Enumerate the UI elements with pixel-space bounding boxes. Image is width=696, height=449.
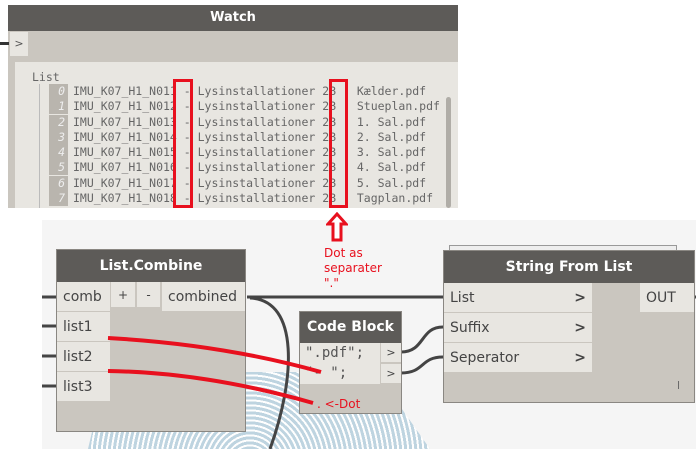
item-value: IMU_K07_H1_N015 - Lysinstallationer 2B -… [73, 145, 427, 160]
output-port-combined[interactable]: combined [162, 282, 245, 312]
input-port-list[interactable]: List > [444, 283, 592, 313]
list-label: List [32, 70, 60, 84]
list-item: 0 IMU_K07_H1_N011 - Lysinstallationer 2B … [49, 84, 440, 99]
chevron-right-icon: > [574, 289, 586, 306]
item-index: 2 [49, 114, 68, 130]
item-index: 4 [49, 145, 68, 161]
port-label: Suffix [450, 319, 490, 336]
item-value: IMU_K07_H1_N011 - Lysinstallationer 2B -… [73, 84, 427, 98]
item-index: 3 [49, 129, 68, 145]
port-label: Seperator [450, 349, 520, 366]
remove-input-button[interactable]: - [137, 282, 160, 308]
item-value: IMU_K07_H1_N014 - Lysinstallationer 2B -… [73, 129, 427, 144]
string-from-list-title: String From List [444, 251, 694, 283]
list-combine-node[interactable]: List.Combine comb list1 list2 list3 + - … [56, 249, 246, 432]
port-label: List [450, 289, 475, 306]
add-input-button[interactable]: + [111, 282, 135, 308]
watch-list-panel: List 0 IMU_K07_H1_N011 - Lysinstallatione… [15, 62, 458, 208]
list-item: 4 IMU_K07_H1_N015 - Lysinstallationer 2B … [49, 145, 440, 161]
stacked-node-shadow [449, 245, 677, 252]
highlight-separator-2 [329, 79, 348, 208]
watch-title: Watch [8, 5, 458, 31]
code-editor[interactable]: ".pdf"; "- "; [300, 343, 380, 384]
item-value: IMU_K07_H1_N018 - Lysinstallationer 2B -… [73, 191, 434, 206]
code-line: ".pdf"; [305, 345, 365, 361]
up-arrow-icon [326, 212, 348, 242]
input-port-seperator[interactable]: Seperator > [444, 343, 592, 373]
code-block-node[interactable]: Code Block ".pdf"; "- "; > > [299, 311, 402, 414]
output-port-2[interactable]: > [381, 364, 401, 384]
item-index: 0 [49, 84, 68, 99]
list-item: 7 IMU_K07_H1_N018 - Lysinstallationer 2B … [49, 191, 440, 207]
dot-separator-note: Dot as separater "." [324, 246, 382, 290]
string-from-list-node[interactable]: String From List List > Suffix > Seperator… [443, 250, 695, 403]
watch-input-port[interactable] [0, 42, 9, 45]
input-port-suffix[interactable]: Suffix > [444, 313, 592, 343]
list-item: 3 IMU_K07_H1_N014 - Lysinstallationer 2B … [49, 129, 440, 145]
watch-input-toggle[interactable]: > [10, 32, 28, 56]
item-index: 6 [49, 175, 68, 191]
list-item: 1 IMU_K07_H1_N012 - Lysinstallationer 2B … [49, 99, 440, 115]
node-footer-mark: l [677, 379, 681, 392]
item-index: 5 [49, 160, 68, 176]
list-item: 6 IMU_K07_H1_N017 - Lysinstallationer 2B … [49, 175, 440, 191]
list-item: 5 IMU_K07_H1_N016 - Lysinstallationer 2B … [49, 160, 440, 176]
item-value: IMU_K07_H1_N016 - Lysinstallationer 2B -… [73, 160, 427, 175]
list-combine-title: List.Combine [57, 250, 245, 282]
item-index: 1 [49, 99, 68, 115]
input-port-comb[interactable]: comb [57, 282, 110, 312]
item-value: IMU_K07_H1_N017 - Lysinstallationer 2B -… [73, 175, 427, 190]
list-tree-line [39, 84, 40, 208]
watch-scrollbar[interactable] [446, 97, 451, 208]
item-index: 7 [49, 191, 68, 207]
chevron-right-icon: > [574, 319, 586, 336]
output-port-out[interactable]: OUT [640, 283, 694, 312]
watch-node[interactable]: Watch > List 0 IMU_K07_H1_N011 - Lysinsta… [8, 5, 458, 208]
output-port-1[interactable]: > [381, 343, 401, 363]
watch-items: 0 IMU_K07_H1_N011 - Lysinstallationer 2B … [49, 84, 440, 207]
chevron-right-icon: > [574, 349, 586, 366]
input-port-list1[interactable]: list1 [57, 312, 110, 342]
item-value: IMU_K07_H1_N012 - Lysinstallationer 2B -… [73, 99, 440, 114]
input-port-list3[interactable]: list3 [57, 372, 110, 402]
code-block-title: Code Block [300, 312, 401, 343]
dot-note: . <-Dot [317, 397, 361, 411]
highlight-separator-1 [173, 79, 193, 208]
input-port-list2[interactable]: list2 [57, 342, 110, 372]
